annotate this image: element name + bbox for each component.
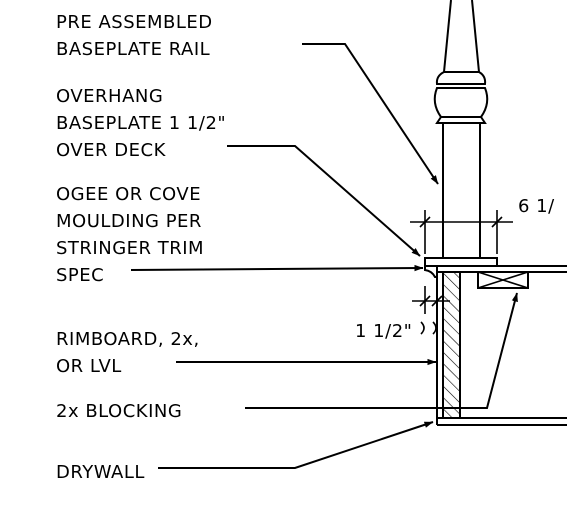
- label-baseplate-rail-line2: BASEPLATE RAIL: [56, 39, 210, 60]
- leader-overhang: [227, 145, 421, 257]
- dimension-line-post-width: [410, 210, 513, 254]
- label-overhang-line3: OVER DECK: [56, 140, 167, 161]
- label-blocking: 2x BLOCKING: [56, 401, 182, 422]
- moulding-profile: [424, 266, 437, 278]
- leader-drywall: [158, 421, 434, 469]
- rail-post: [433, 0, 489, 258]
- label-moulding-line3: STRINGER TRIM: [56, 238, 204, 259]
- label-moulding-line4: SPEC: [56, 265, 104, 286]
- joist-blocking: [477, 271, 529, 289]
- label-overhang-line1: OVERHANG: [56, 86, 163, 107]
- baseplate: [424, 257, 498, 267]
- rimboard: [442, 271, 461, 419]
- dimension-line-overhang: [412, 286, 450, 335]
- leader-blocking: [245, 292, 518, 409]
- label-overhang-line2: BASEPLATE 1 1/2": [56, 113, 226, 134]
- label-rimboard-line2: OR LVL: [56, 356, 122, 377]
- ceiling-drywall: [437, 417, 567, 426]
- label-baseplate-rail-line1: PRE ASSEMBLED: [56, 12, 213, 33]
- dimension-overhang: 1 1/2": [355, 321, 412, 342]
- label-drywall: DRYWALL: [56, 462, 145, 483]
- leader-baseplate-rail: [302, 43, 439, 185]
- label-rimboard-line1: RIMBOARD, 2x,: [56, 329, 200, 350]
- label-moulding-line1: OGEE OR COVE: [56, 184, 201, 205]
- label-moulding-line2: MOULDING PER: [56, 211, 202, 232]
- dimension-post-width: 6 1/: [518, 196, 555, 217]
- leader-moulding: [130, 264, 424, 272]
